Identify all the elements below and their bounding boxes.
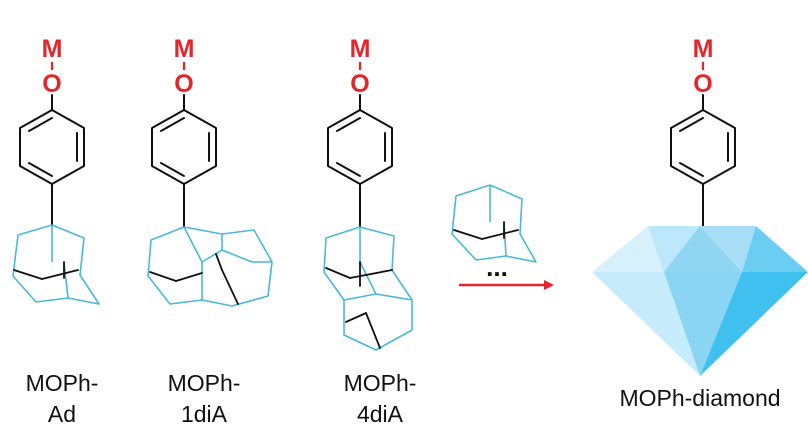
caption-line-2: 4diA — [357, 401, 404, 427]
adamantane-unit — [451, 184, 537, 263]
metal-oxide-group: M O — [693, 35, 714, 98]
metal-atom-label: M — [350, 35, 371, 63]
oxygen-atom-label: O — [693, 70, 712, 98]
caption-line-1: MOPh- — [344, 370, 417, 396]
phenyl-ring — [327, 94, 393, 228]
molecule-mophdia-1: M O MOPh- 1diA — [147, 35, 273, 427]
metal-atom-label: M — [174, 35, 195, 63]
caption-line-1: MOPh- — [26, 370, 99, 396]
oxygen-atom-label: O — [174, 70, 193, 98]
caption-line-2: Ad — [48, 401, 76, 427]
caption-line-2: 1diA — [181, 401, 228, 427]
molecule-mophdia-4: M O MOPh- 4diA — [323, 35, 417, 427]
phenyl-ring — [670, 94, 736, 227]
diamantane-cage — [323, 226, 413, 351]
oxygen-atom-label: O — [42, 70, 61, 98]
metal-atom-label: M — [693, 35, 714, 63]
metal-atom-label: M — [42, 35, 63, 63]
product-caption: MOPh-diamond — [619, 385, 780, 411]
metal-oxide-group: M O — [174, 35, 195, 98]
diamantane-cage — [147, 226, 273, 307]
product-mophdiamond: M O MOPh-diamond — [592, 35, 808, 411]
repeat-dots: ... — [486, 252, 508, 282]
metal-oxide-group: M O — [42, 35, 63, 98]
phenyl-ring — [19, 94, 85, 226]
caption-line-1: MOPh- — [168, 370, 241, 396]
phenyl-ring — [151, 94, 217, 228]
metal-oxide-group: M O — [350, 35, 371, 98]
molecule-mophad: M O MOPh- Ad — [12, 35, 100, 427]
oxygen-atom-label: O — [350, 70, 369, 98]
reaction-step: ... — [451, 184, 554, 290]
diamond-gem-icon — [592, 226, 808, 376]
adamantane-cage — [12, 224, 100, 305]
